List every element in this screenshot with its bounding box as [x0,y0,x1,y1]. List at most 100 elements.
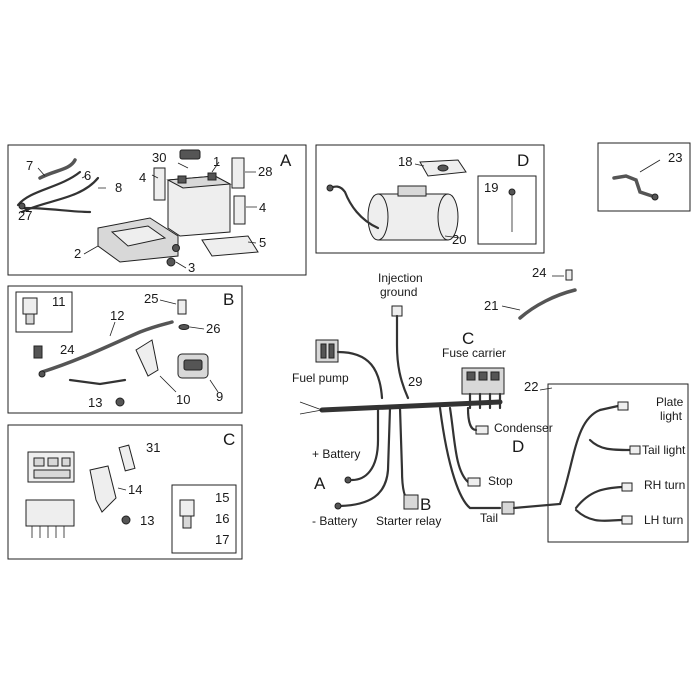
fuse-carrier-slot [478,371,488,381]
part-15-label: 15 [215,490,229,505]
minus-battery-terminal [334,502,342,510]
bracket-hole [437,164,449,172]
fuse-11-blade [25,313,35,325]
plate-light-label-line1: Plate [656,395,684,409]
terminal-ring [18,202,26,210]
part-24b-label: 24 [532,265,546,280]
panel-c-fuses: C 14 31 13 15 16 17 [7,424,243,560]
fuse-slot [47,457,59,467]
relay-face [183,359,203,371]
injection-ground-wire [395,314,410,400]
pad-4-right [233,195,246,225]
battery-terminal [177,175,187,184]
cable-7 [38,158,77,180]
panel-22-border [547,383,689,543]
panel-c-subbox [171,484,237,554]
fuse-carrier-label: Fuse carrier [442,346,506,360]
panel-c-border [7,424,243,560]
part-7-label: 7 [26,158,33,173]
fuse-slot [61,457,71,467]
part-25-label: 25 [144,291,158,306]
minus-battery-label: - Battery [312,514,357,528]
starter-relay-connector [403,494,419,510]
cable-12-end [38,370,46,378]
screw-3b [172,244,180,252]
panel-b-border [7,285,243,414]
tail-light-label: Tail light [642,443,686,457]
sub-harness-22 [512,408,602,510]
fuel-pump-wire [336,350,384,400]
part-27-label: 27 [18,208,32,223]
tail-lead [438,406,502,510]
plate-light-label-line2: light [660,409,683,423]
part-26-label: 26 [206,321,220,336]
clip-23 [612,174,654,198]
part-23-label: 23 [668,150,682,165]
battery-tray-inner [110,225,167,247]
plus-battery-terminal [344,476,352,484]
injection-ground-label-line2: ground [380,285,417,299]
pad-4-left [153,167,166,201]
ground-wire [68,378,127,386]
fuse-15 [179,499,195,517]
bolt-25 [177,299,187,315]
stop-connector [467,477,481,487]
condenser-body [377,193,449,241]
condenser-terminal [326,184,334,192]
pad-31 [118,444,136,472]
part-4b-label: 4 [259,200,266,215]
stop-lead [448,406,470,484]
cable-21 [518,288,577,320]
panel-d-border [315,144,545,254]
part-31-label: 31 [146,440,160,455]
fuse-carrier-slot [490,371,500,381]
fuse-15-blade [182,515,192,529]
part-14-label: 14 [128,482,142,497]
rh-turn-lead [574,485,624,510]
part-13b-label: 13 [140,513,154,528]
rh-turn-label: RH turn [644,478,685,492]
fuse-11 [22,297,38,315]
part-11-label: 11 [52,294,66,309]
panel-23-border [597,142,691,212]
part-4-label: 4 [139,170,146,185]
condenser-connector [475,425,489,435]
part-18-label: 18 [398,154,412,169]
condenser-end [367,193,389,241]
part-13-label: 13 [88,395,102,410]
injection-ground-label-line1: Injection [378,271,423,285]
part-2-label: 2 [74,246,81,261]
tail-label: Tail [480,511,498,525]
part-28-label: 28 [258,164,272,179]
lh-turn-label: LH turn [644,513,683,527]
tail-light-lead [588,438,632,452]
harness-trunk-29 [319,399,503,413]
bracket-10 [135,339,159,377]
part-29-label: 29 [408,374,422,389]
lh-turn-connector [621,515,633,525]
panel-b-relay: B 11 12 24 25 26 10 9 13 [7,285,243,414]
panel-d-subbox [477,175,537,245]
battery-plus-lead [350,406,380,482]
section-d-label: D [517,151,529,170]
section-c-label: C [223,430,235,449]
panel-23: 23 [597,142,691,212]
condenser-wire [328,185,380,230]
rh-turn-connector [621,482,633,492]
bracket-14 [89,465,117,513]
cable-6 [16,170,82,207]
starter-relay-lead [398,406,412,504]
part-8-label: 8 [115,180,122,195]
tail-light-connector [629,445,641,455]
fuse-carrier-side [25,499,75,527]
rivet-head [508,188,516,196]
cable-27 [22,206,92,214]
plate-light-connector [617,401,629,411]
part-5-label: 5 [259,235,266,250]
part-20-label: 20 [452,232,466,247]
battery-terminal [207,172,217,181]
part-9-label: 9 [216,389,223,404]
part-30-label: 30 [152,150,166,165]
bolt-30 [179,149,201,160]
